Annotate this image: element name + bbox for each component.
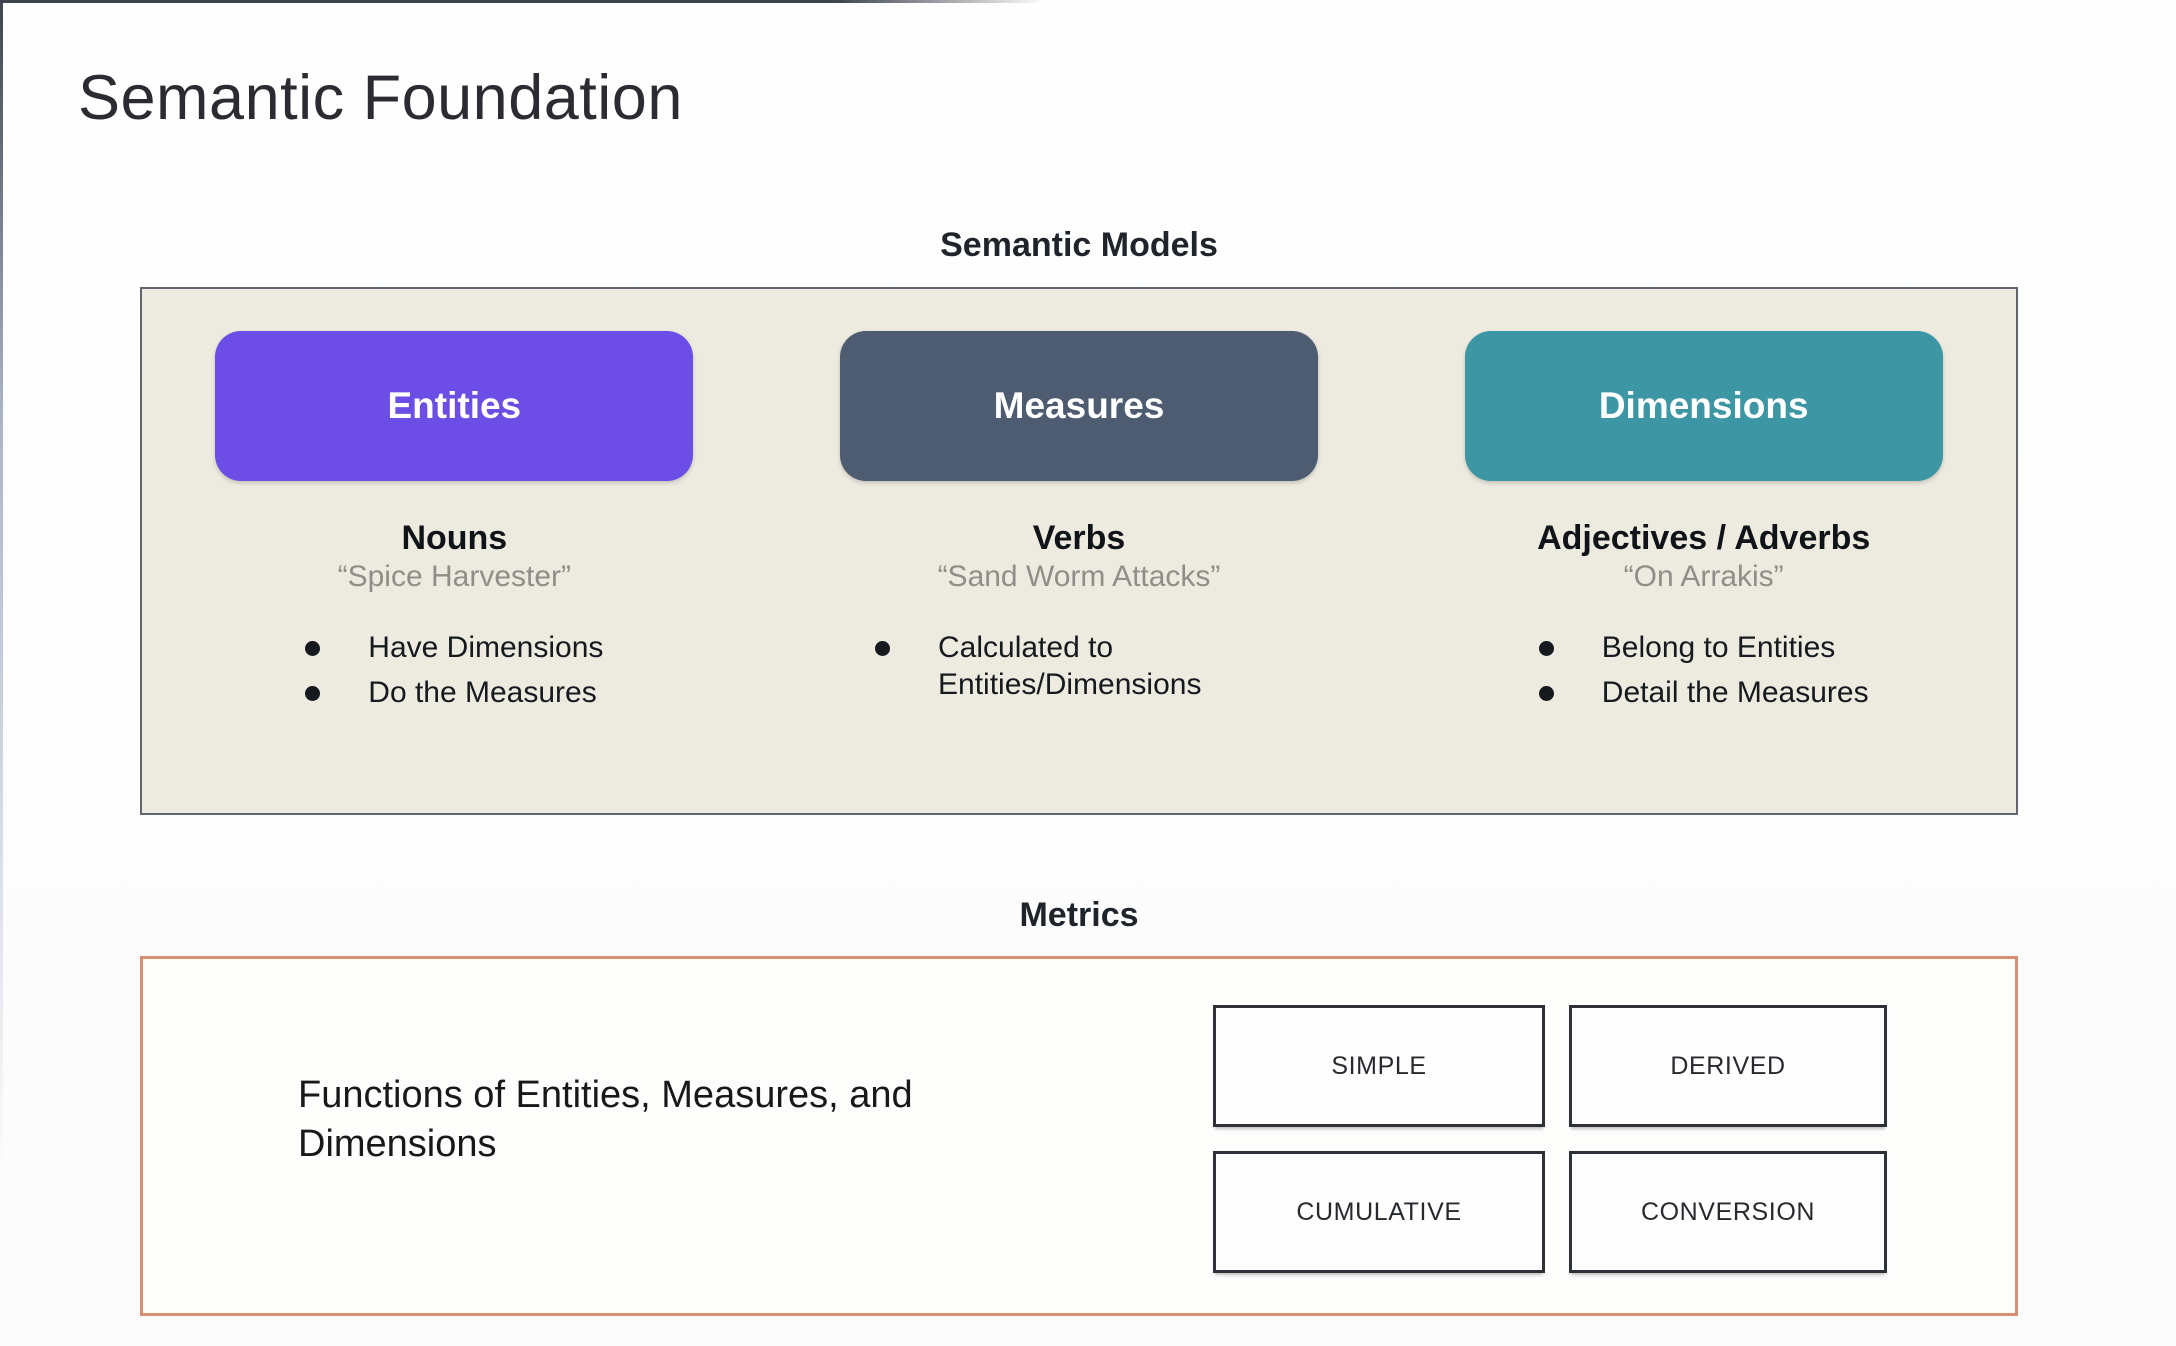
semantic-models-heading: Semantic Models <box>940 226 1218 264</box>
entities-bullets: Have Dimensions Do the Measures <box>305 630 603 711</box>
entities-column: Entities Nouns “Spice Harvester” Have Di… <box>142 289 767 813</box>
list-item: Do the Measures <box>305 675 603 712</box>
window-edge-top <box>0 0 1045 3</box>
bullet-icon <box>1538 641 1554 656</box>
measures-word-type: Verbs <box>1032 519 1126 557</box>
dimensions-word-type: Adjectives / Adverbs <box>1537 519 1871 557</box>
list-item: Detail the Measures <box>1538 675 1869 712</box>
metrics-description: Functions of Entities, Measures, and Dim… <box>298 1074 913 1166</box>
window-edge-left <box>0 0 3 1180</box>
list-item: Calculated to Entities/Dimensions <box>875 630 1283 703</box>
measures-example: “Sand Worm Attacks” <box>937 560 1221 593</box>
entities-word-type: Nouns <box>401 519 508 557</box>
measures-column: Measures Verbs “Sand Worm Attacks” Calcu… <box>767 289 1392 813</box>
dimensions-column: Dimensions Adjectives / Adverbs “On Arra… <box>1391 289 2016 813</box>
dimensions-example: “On Arrakis” <box>1623 560 1784 593</box>
metrics-heading: Metrics <box>1019 896 1139 934</box>
metric-type-simple: SIMPLE <box>1213 1005 1545 1127</box>
metrics-panel: Functions of Entities, Measures, and Dim… <box>140 956 2018 1316</box>
measures-pill: Measures <box>840 331 1318 481</box>
semantic-models-panel: Entities Nouns “Spice Harvester” Have Di… <box>140 287 2018 815</box>
entities-example: “Spice Harvester” <box>337 560 572 593</box>
entities-pill: Entities <box>215 331 694 481</box>
dimensions-bullets: Belong to Entities Detail the Measures <box>1538 630 1869 712</box>
metric-type-derived: DERIVED <box>1569 1005 1887 1127</box>
page-title: Semantic Foundation <box>78 63 683 133</box>
list-item: Belong to Entities <box>1538 630 1869 667</box>
metric-type-cumulative: CUMULATIVE <box>1213 1151 1545 1273</box>
measures-bullets: Calculated to Entities/Dimensions <box>875 630 1283 703</box>
metric-type-conversion: CONVERSION <box>1569 1151 1887 1273</box>
metric-types-grid: SIMPLE DERIVED CUMULATIVE CONVERSION <box>1213 1005 1887 1273</box>
bullet-icon <box>875 641 890 656</box>
bullet-icon <box>305 685 321 701</box>
list-item: Have Dimensions <box>305 630 603 667</box>
dimensions-pill: Dimensions <box>1464 331 1943 481</box>
bullet-icon <box>305 641 321 656</box>
bullet-icon <box>1538 685 1554 701</box>
